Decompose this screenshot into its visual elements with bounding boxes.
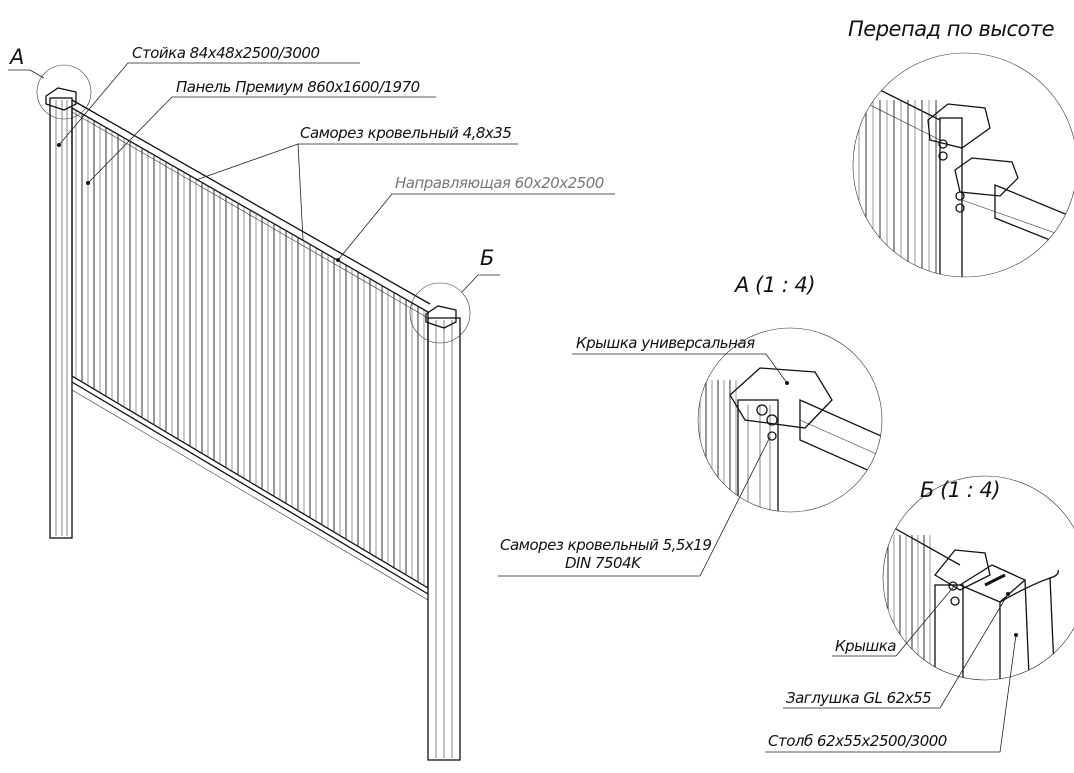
plug-label: Заглушка GL 62x55 <box>786 689 931 707</box>
label-screw-1: Саморез кровельный 4,8x35 <box>195 124 518 241</box>
pillar-label: Столб 62x55x2500/3000 <box>768 732 947 750</box>
label-plug: Заглушка GL 62x55 <box>783 592 1010 709</box>
detail-b-title: Б (1 : 4) <box>920 478 1000 502</box>
detail-a-title: А (1 : 4) <box>733 273 815 297</box>
callout-circle-a <box>36 64 92 120</box>
label-pillar: Столб 62x55x2500/3000 <box>765 633 1018 753</box>
fence-panel <box>71 99 431 601</box>
rail-label: Направляющая 60x20x2500 <box>395 174 604 192</box>
post-cap-b <box>425 305 457 329</box>
label-cap: Крышка <box>832 584 956 657</box>
post-label: Стойка 84x48x2500/3000 <box>132 44 320 62</box>
panel-label: Панель Премиум 860x1600/1970 <box>176 78 420 96</box>
detail-height-difference <box>852 52 1074 278</box>
label-callout-a: А <box>8 45 45 79</box>
left-post <box>45 87 77 539</box>
right-post <box>425 305 461 761</box>
screw-1-label: Саморез кровельный 4,8x35 <box>300 124 511 142</box>
cap-label: Крышка <box>835 637 896 655</box>
label-cap-universal: Крышка универсальная <box>572 334 789 385</box>
label-post: Стойка 84x48x2500/3000 <box>57 44 360 147</box>
height-difference-title: Перепад по высоте <box>848 17 1054 41</box>
label-callout-b: Б <box>461 246 500 293</box>
detail-a <box>697 327 883 513</box>
detail-b <box>882 475 1074 681</box>
cap-universal-label: Крышка универсальная <box>576 334 755 352</box>
label-rail: Направляющая 60x20x2500 <box>336 174 615 262</box>
post-cap-a <box>45 87 77 111</box>
callout-b-text: Б <box>480 246 494 270</box>
callout-circle-b <box>409 282 471 344</box>
label-screw-2: Саморез кровельный 5,5x19 DIN 7504K <box>498 436 771 577</box>
screw-2-label-line2: DIN 7504K <box>565 554 642 572</box>
label-panel: Панель Премиум 860x1600/1970 <box>86 78 436 185</box>
screw-2-label-line1: Саморез кровельный 5,5x19 <box>500 536 711 554</box>
callout-a-text: А <box>8 45 24 69</box>
